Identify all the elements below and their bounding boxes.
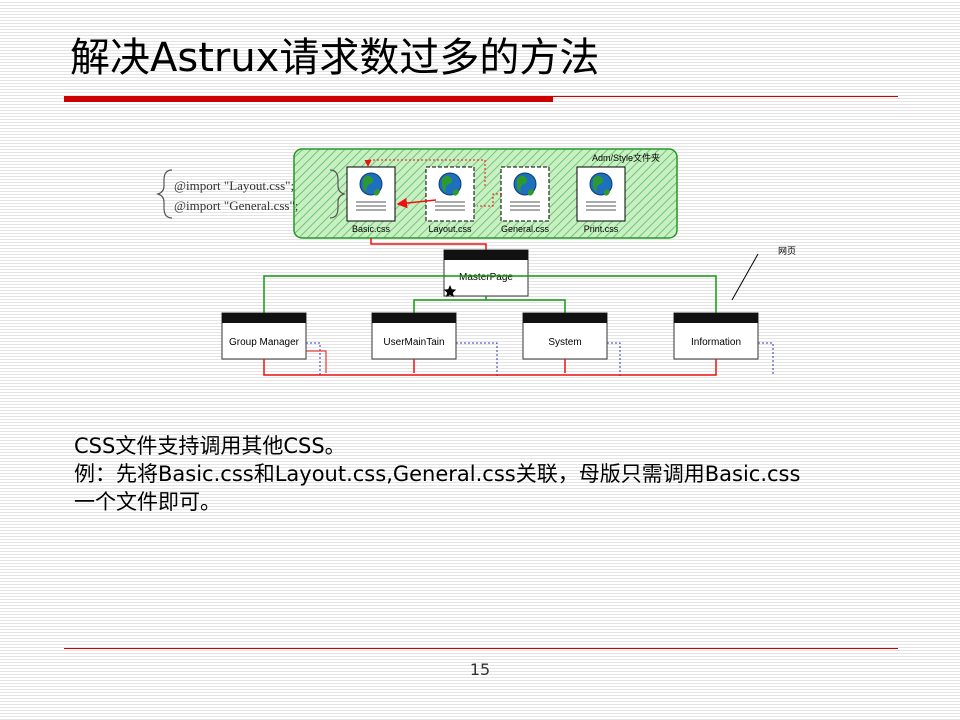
print-css-icon [576, 166, 626, 222]
page-node: UserMainTain [371, 312, 457, 360]
body-line: 例：先将Basic.css和Layout.css,General.css关联，母… [74, 462, 801, 486]
css-structure-diagram: Adm/Style文件夹 Basic.css Layout.css Genera… [156, 148, 796, 376]
masterpage-node: MasterPage [443, 249, 529, 297]
svg-text:Information: Information [691, 337, 741, 348]
import-code-line: @import "Layout.css"; [174, 178, 294, 193]
layout-css-icon [425, 166, 475, 222]
tree-line [263, 275, 717, 313]
title-rule [553, 96, 898, 97]
import-link [396, 197, 437, 209]
svg-text:System: System [548, 337, 581, 348]
import-link [477, 193, 502, 207]
page-node: Information [673, 312, 759, 360]
callout-line [731, 253, 759, 301]
css-file-label: Layout.css [428, 224, 472, 234]
page-node: Group Manager [221, 312, 307, 360]
svg-text:Group Manager: Group Manager [229, 337, 300, 348]
title-underline [64, 96, 553, 102]
footer-rule [64, 648, 898, 649]
import-brace [329, 169, 346, 219]
import-brace [156, 169, 173, 219]
sub-page-link [306, 342, 774, 376]
body-text: CSS文件支持调用其他CSS。 例：先将Basic.css和Layout.css… [74, 432, 914, 516]
import-code-line: @import "General.css"; [174, 198, 298, 213]
css-file-label: Print.css [584, 224, 619, 234]
master-link [370, 238, 487, 250]
svg-text:MasterPage: MasterPage [459, 272, 513, 283]
slide-title: 解决Astrux请求数过多的方法 [70, 35, 600, 81]
page-node: System [522, 312, 608, 360]
svg-text:UserMainTain: UserMainTain [383, 337, 444, 348]
css-file-label: Basic.css [352, 224, 391, 234]
callout-label: 网页 [778, 246, 796, 256]
star-icon [443, 285, 457, 297]
basic-css-icon [346, 166, 396, 222]
css-link [263, 359, 717, 376]
import-link [364, 159, 486, 186]
css-file-label: General.css [501, 224, 550, 234]
css-link [306, 350, 327, 373]
folder-label: Adm/Style文件夹 [592, 152, 660, 163]
general-css-icon [500, 166, 550, 222]
body-line: CSS文件支持调用其他CSS。 [74, 434, 346, 458]
body-line: 一个文件即可。 [74, 490, 221, 514]
page-number: 15 [469, 660, 491, 679]
